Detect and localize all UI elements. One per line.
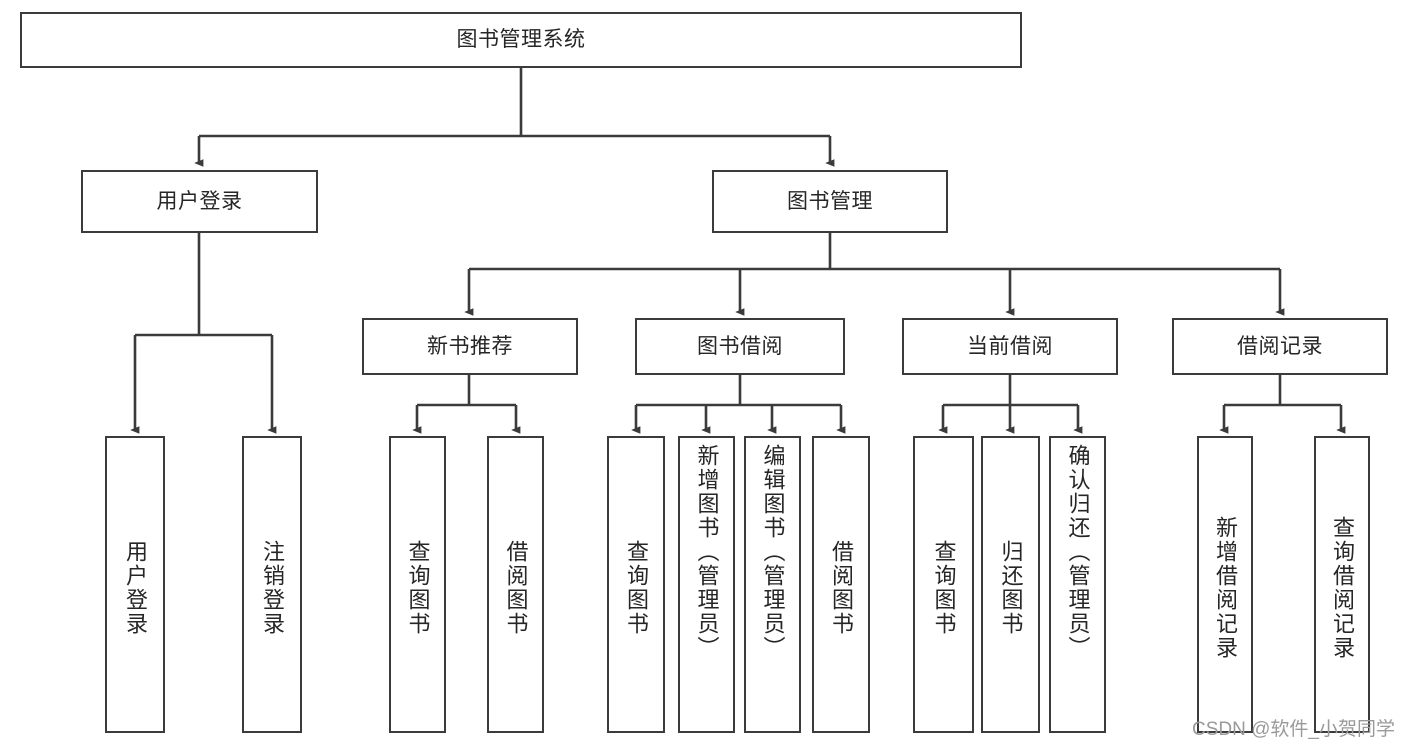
node-book-borrow[interactable]: 图书借阅 (635, 318, 845, 375)
leaf-confirm-return-admin[interactable]: 确认归还（管理员） (1049, 436, 1106, 733)
leaf-add-book-admin-label: 新增图书（管理员） (694, 444, 720, 660)
leaf-add-borrow-record[interactable]: 新增借阅记录 (1197, 436, 1253, 733)
leaf-logout[interactable]: 注销登录 (242, 436, 302, 733)
node-current-borrow[interactable]: 当前借阅 (902, 318, 1118, 375)
leaf-borrow-book-nb[interactable]: 借阅图书 (487, 436, 544, 733)
leaf-query-book-cb[interactable]: 查询图书 (913, 436, 974, 733)
leaf-query-borrow-record-label: 查询借阅记录 (1330, 515, 1355, 660)
node-new-book-recommend[interactable]: 新书推荐 (362, 318, 578, 375)
node-new-book-recommend-label: 新书推荐 (427, 334, 513, 358)
leaf-borrow-book-bb[interactable]: 借阅图书 (812, 436, 870, 733)
leaf-add-borrow-record-label: 新增借阅记录 (1213, 515, 1238, 660)
leaf-return-book-label: 归还图书 (998, 539, 1024, 636)
node-user-login[interactable]: 用户登录 (81, 170, 318, 233)
leaf-edit-book-admin[interactable]: 编辑图书（管理员） (744, 436, 801, 733)
leaf-query-book-bb[interactable]: 查询图书 (607, 436, 665, 733)
leaf-edit-book-admin-label: 编辑图书（管理员） (760, 444, 786, 660)
node-borrow-record-label: 借阅记录 (1237, 334, 1323, 358)
leaf-add-book-admin[interactable]: 新增图书（管理员） (678, 436, 735, 733)
node-book-manage-label: 图书管理 (787, 189, 873, 213)
node-book-borrow-label: 图书借阅 (697, 334, 783, 358)
leaf-query-borrow-record[interactable]: 查询借阅记录 (1314, 436, 1370, 733)
node-book-manage[interactable]: 图书管理 (712, 170, 948, 233)
node-user-login-label: 用户登录 (156, 189, 243, 213)
leaf-logout-label: 注销登录 (260, 539, 285, 636)
leaf-return-book[interactable]: 归还图书 (981, 436, 1040, 733)
node-borrow-record[interactable]: 借阅记录 (1172, 318, 1388, 375)
node-current-borrow-label: 当前借阅 (967, 334, 1053, 358)
leaf-query-book-cb-label: 查询图书 (931, 539, 957, 636)
leaf-query-book-bb-label: 查询图书 (624, 539, 649, 636)
watermark-text: CSDN @软件_小贺同学 (1192, 719, 1395, 740)
leaf-confirm-return-admin-label: 确认归还（管理员） (1065, 444, 1091, 660)
leaf-query-book-nb[interactable]: 查询图书 (389, 436, 446, 733)
leaf-borrow-book-bb-label: 借阅图书 (829, 539, 854, 636)
leaf-borrow-book-nb-label: 借阅图书 (503, 539, 529, 636)
node-root-system[interactable]: 图书管理系统 (20, 12, 1022, 68)
node-root-system-label: 图书管理系统 (456, 28, 586, 52)
leaf-user-login[interactable]: 用户登录 (105, 436, 165, 733)
leaf-user-login-label: 用户登录 (123, 539, 148, 636)
leaf-query-book-nb-label: 查询图书 (405, 539, 431, 636)
